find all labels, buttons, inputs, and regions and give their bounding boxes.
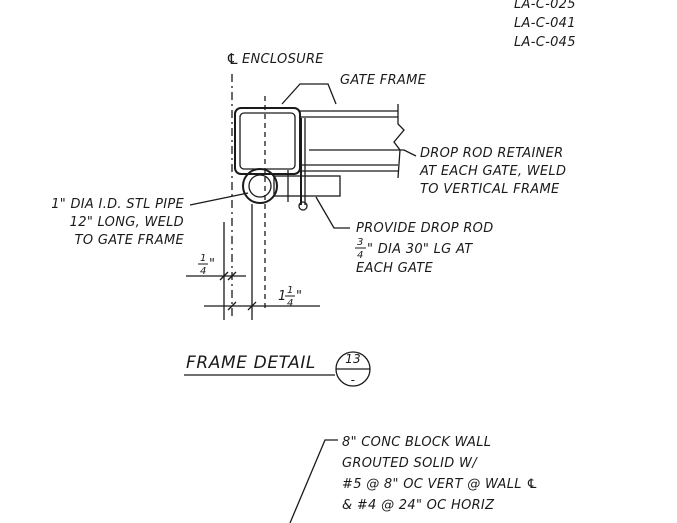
dim-quarter-den: 4 — [200, 266, 207, 277]
gate-frame-section — [234, 96, 301, 310]
drop-rod-callout: PROVIDE DROP ROD 3 4 " DIA 30" LG AT EAC… — [315, 196, 494, 276]
drop-rod-fraction-den: 4 — [357, 250, 364, 261]
detail-sheet: - — [351, 373, 356, 387]
drop-rod-label-line: PROVIDE DROP ROD — [356, 221, 494, 236]
pipe-label-line: 1" DIA I.D. STL PIPE — [51, 197, 184, 212]
gate-frame-callout: GATE FRAME — [281, 73, 427, 105]
pipe-label-line: 12" LONG, WELD — [70, 215, 184, 230]
dimension-quarter: 1 4 " — [186, 222, 246, 320]
dim-one-quarter-num: 1 — [287, 285, 294, 296]
retainer-label-line: DROP ROD RETAINER — [420, 146, 563, 161]
pipe-callout: 1" DIA I.D. STL PIPE 12" LONG, WELD TO G… — [51, 192, 249, 248]
dim-whole: 1 — [278, 289, 287, 304]
wall-note-line: 8" CONC BLOCK WALL — [342, 435, 491, 450]
drop-rod-label-line: EACH GATE — [356, 261, 433, 276]
enclosure-centerline: ℄ ENCLOSURE — [226, 50, 324, 318]
detail-number: 13 — [345, 352, 361, 366]
sheet-ref: LA-C-045 — [514, 35, 576, 50]
sheet-references: LA-C-025 LA-C-041 LA-C-045 — [514, 0, 576, 50]
dimension-one-quarter: 1 1 4 " — [204, 204, 320, 320]
drop-rod-retainer — [298, 118, 308, 211]
gate-frame-members — [300, 104, 405, 179]
centerline-icon: ℄ — [226, 50, 240, 68]
enclosure-label: ENCLOSURE — [242, 52, 324, 67]
pipe-and-drop-rod — [242, 168, 341, 204]
drop-rod-fraction-num: 3 — [357, 237, 364, 248]
retainer-label-line: AT EACH GATE, WELD — [419, 164, 566, 179]
wall-note: 8" CONC BLOCK WALL GROUTED SOLID W/ #5 @… — [289, 435, 538, 523]
wall-note-line: GROUTED SOLID W/ — [342, 456, 478, 471]
wall-note-line: #5 @ 8" OC VERT @ WALL ℄ — [342, 477, 538, 492]
sheet-ref: LA-C-041 — [514, 16, 576, 31]
drop-rod-retainer-callout: DROP ROD RETAINER AT EACH GATE, WELD TO … — [309, 146, 566, 197]
sheet-ref: LA-C-025 — [514, 0, 576, 12]
detail-title-text: FRAME DETAIL — [186, 353, 316, 373]
dim-quarter-unit: " — [209, 257, 215, 272]
wall-note-line: & #4 @ 24" OC HORIZ — [342, 498, 495, 513]
retainer-label-line: TO VERTICAL FRAME — [420, 182, 560, 197]
dim-quarter-num: 1 — [200, 253, 207, 264]
svg-text:℄: ℄ — [226, 50, 240, 68]
dim-one-quarter-den: 4 — [287, 298, 294, 309]
gate-frame-label: GATE FRAME — [340, 73, 427, 88]
detail-title: FRAME DETAIL 13 - — [184, 351, 371, 387]
dim-one-quarter-unit: " — [296, 289, 302, 304]
pipe-label-line: TO GATE FRAME — [75, 233, 185, 248]
drop-rod-label-line: " DIA 30" LG AT — [367, 242, 473, 257]
